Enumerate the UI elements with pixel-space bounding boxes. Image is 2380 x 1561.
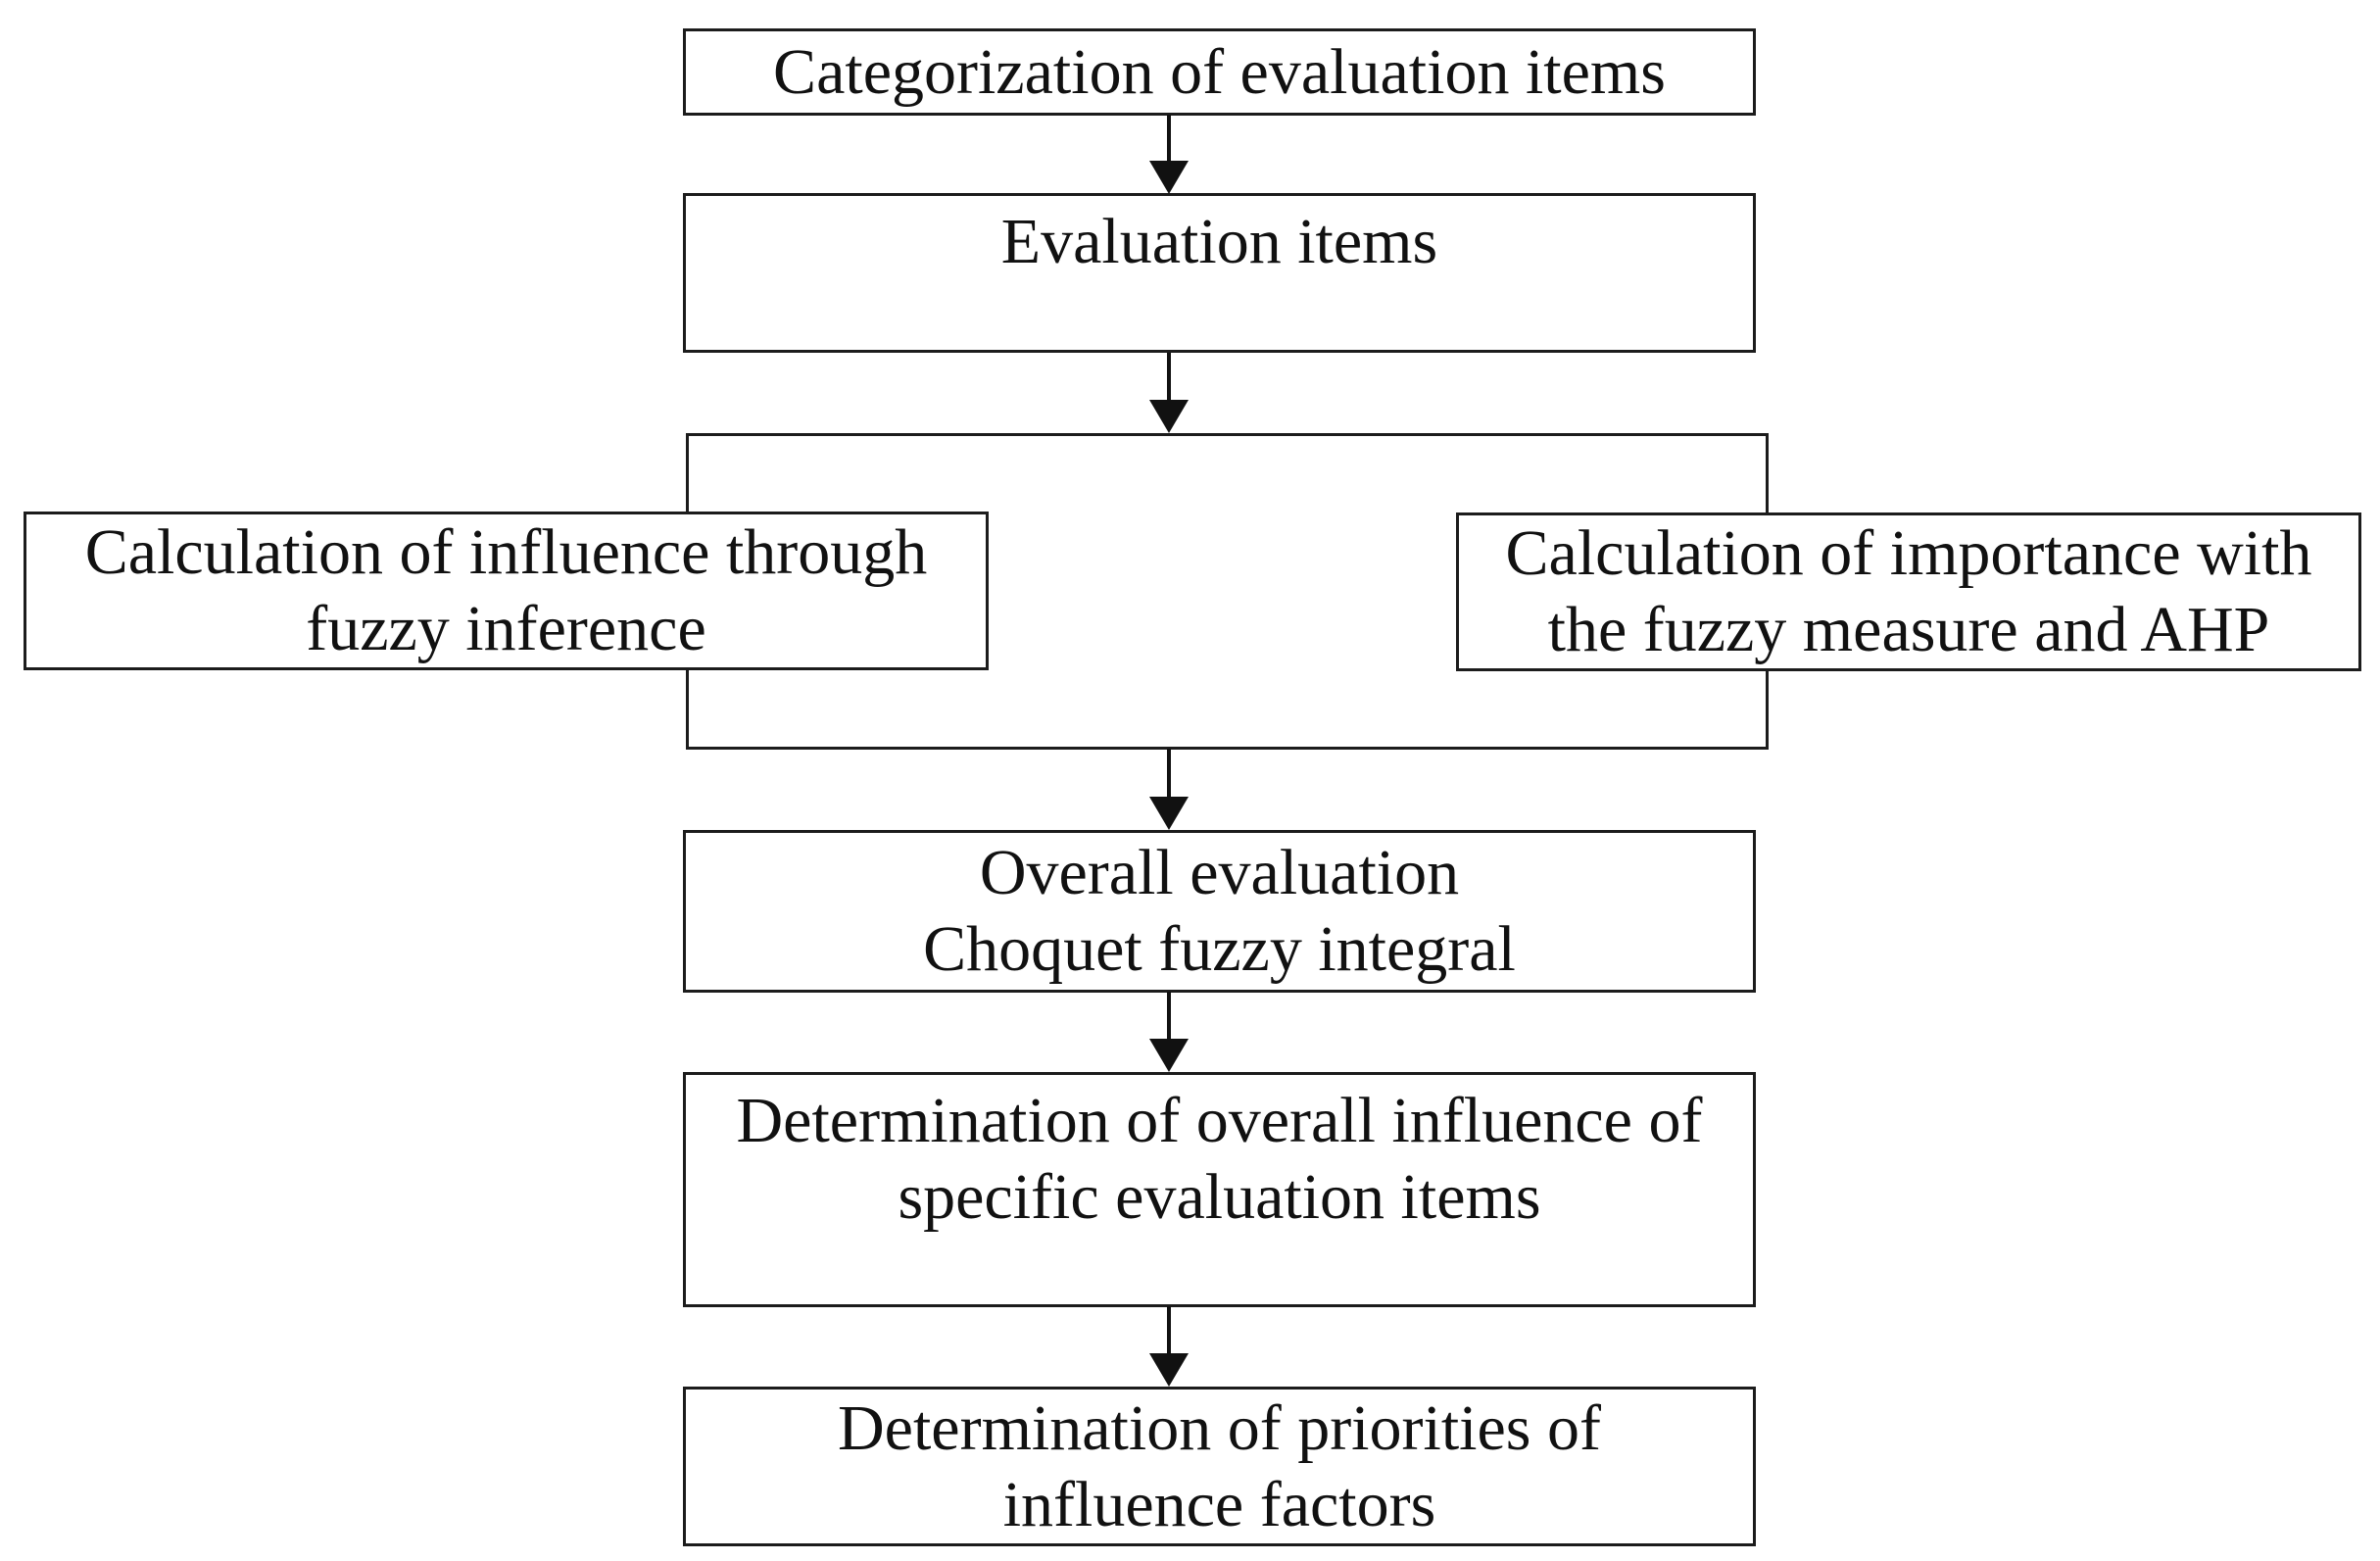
arrowhead-down-icon xyxy=(1149,1353,1189,1387)
node-label-line-2: the fuzzy measure and AHP xyxy=(1547,594,2270,665)
arrow-stem xyxy=(1167,115,1171,162)
arrow-stem xyxy=(1167,992,1171,1040)
flow-arrow-5 xyxy=(1149,1306,1189,1387)
arrowhead-down-icon xyxy=(1149,400,1189,433)
node-label-line-1: Calculation of importance with xyxy=(1505,517,2312,589)
node-evaluation-items: Evaluation items xyxy=(683,193,1756,353)
node-overall-evaluation: Overall evaluation Choquet fuzzy integra… xyxy=(683,830,1756,993)
arrow-stem xyxy=(1167,353,1171,401)
node-label: Categorization of evaluation items xyxy=(773,35,1666,108)
node-label-line-2: influence factors xyxy=(1002,1468,1436,1540)
flow-arrow-2 xyxy=(1149,353,1189,433)
flow-arrow-3 xyxy=(1149,749,1189,830)
arrowhead-down-icon xyxy=(1149,161,1189,194)
node-label-line-1: Determination of priorities of xyxy=(838,1391,1601,1464)
node-label-line-2: fuzzy inference xyxy=(306,593,706,664)
node-label-line-1: Calculation of influence through xyxy=(84,516,928,588)
node-determination-of-overall-influence: Determination of overall influence of sp… xyxy=(683,1072,1756,1307)
node-calculation-of-influence: Calculation of influence through fuzzy i… xyxy=(24,512,989,670)
arrow-stem xyxy=(1167,749,1171,798)
node-label-line-1: Overall evaluation xyxy=(979,837,1460,908)
node-label-line-1: Determination of overall influence of xyxy=(736,1085,1703,1156)
flow-arrow-4 xyxy=(1149,992,1189,1072)
flow-arrow-1 xyxy=(1149,115,1189,194)
node-categorization-of-evaluation-items: Categorization of evaluation items xyxy=(683,28,1756,116)
arrowhead-down-icon xyxy=(1149,797,1189,830)
node-calculation-of-importance: Calculation of importance with the fuzzy… xyxy=(1456,512,2361,671)
node-label: Evaluation items xyxy=(1000,206,1438,277)
node-determination-of-priorities: Determination of priorities of influence… xyxy=(683,1387,1756,1546)
node-label-line-2: Choquet fuzzy integral xyxy=(923,913,1516,985)
node-label-line-2: specific evaluation items xyxy=(898,1161,1541,1233)
arrowhead-down-icon xyxy=(1149,1039,1189,1072)
arrow-stem xyxy=(1167,1306,1171,1354)
